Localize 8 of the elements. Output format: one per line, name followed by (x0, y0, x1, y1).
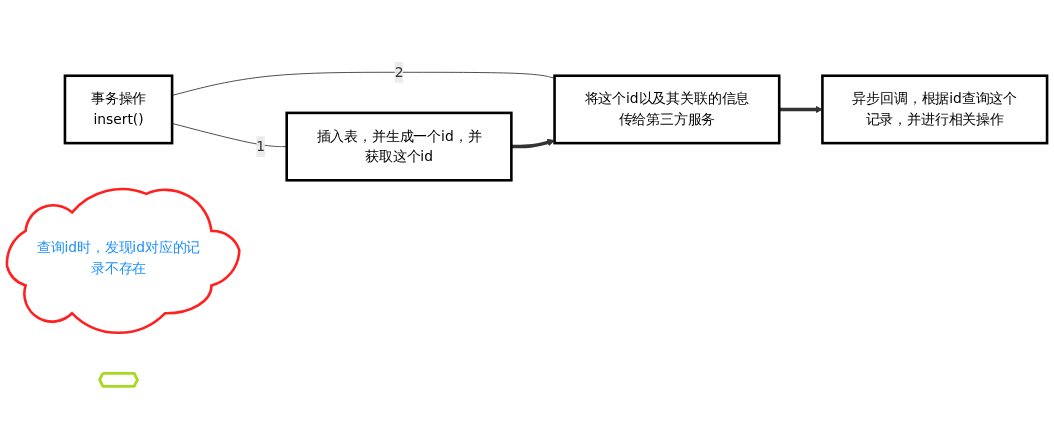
edge-label: 2 (394, 63, 404, 80)
node-box: 插入表，并生成一个id，并获取这个id (285, 111, 513, 182)
arrow (511, 138, 555, 149)
arrow (779, 105, 823, 114)
node-box: 将这个id以及其关联的信息传给第三方服务 (553, 74, 781, 145)
edge-label: 1 (256, 137, 266, 155)
node-box: 事务操作 insert() (63, 74, 174, 145)
node-box: 异步回调，根据id查询这个记录，并进行相关操作 (821, 74, 1049, 145)
